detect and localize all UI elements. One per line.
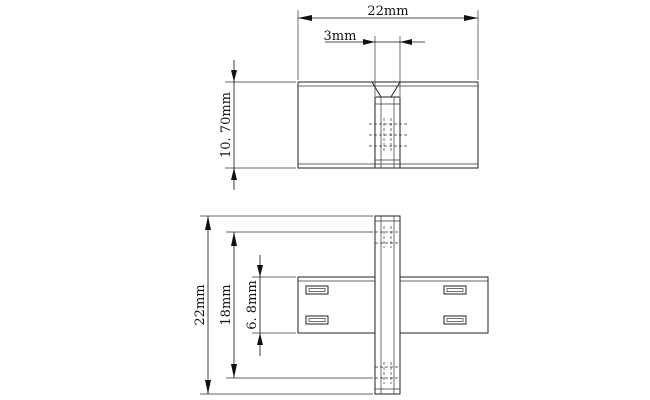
- mounting-slot: [305, 315, 329, 325]
- arrowhead: [231, 168, 237, 180]
- front-plate-outline: [297, 81, 479, 169]
- arrowhead: [231, 364, 237, 378]
- arrowhead: [363, 39, 375, 45]
- arrowhead: [231, 232, 237, 246]
- mounting-slot: [305, 285, 329, 295]
- mounting-slot: [443, 315, 467, 325]
- arrowhead: [298, 15, 312, 21]
- mounting-slot-inner: [446, 318, 464, 322]
- arrowhead: [464, 15, 478, 21]
- plan-view: [297, 215, 489, 395]
- mounting-slot-inner: [446, 288, 464, 292]
- dimension-text-overall-height: 22mm: [193, 284, 208, 325]
- mounting-slot-inner: [308, 318, 326, 322]
- arrowhead: [400, 39, 412, 45]
- dimension-text-slot-width: 3mm: [324, 29, 357, 44]
- v-notch: [371, 81, 401, 98]
- mounting-slot-inner: [308, 288, 326, 292]
- dimension-text-top-width: 22mm: [367, 4, 408, 19]
- dimension-text-plate-height: 6. 8mm: [245, 280, 260, 329]
- front-view: [297, 81, 479, 169]
- arrowhead: [205, 380, 211, 394]
- dimension-text-top-height: 10. 70mm: [219, 92, 234, 158]
- dimension-plate-height: 6. 8mm: [245, 255, 296, 356]
- left-leaf-plate: [297, 276, 376, 334]
- dimension-top-width: 22mm: [297, 4, 479, 80]
- dimension-text-inner-height: 18mm: [219, 284, 234, 325]
- right-leaf-plate: [399, 276, 489, 334]
- arrowhead: [231, 70, 237, 82]
- arrowhead: [205, 216, 211, 230]
- arrowhead: [257, 265, 263, 277]
- dimension-overall-height: 22mm: [193, 215, 373, 395]
- plan-hinge-barrel: [374, 215, 401, 395]
- front-hinge-barrel: [374, 96, 401, 169]
- dimension-slot-width: 3mm: [324, 29, 425, 96]
- dimension-top-height: 10. 70mm: [219, 60, 296, 190]
- dimension-inner-height: 18mm: [219, 231, 373, 379]
- mounting-slot: [443, 285, 467, 295]
- arrowhead: [257, 333, 263, 345]
